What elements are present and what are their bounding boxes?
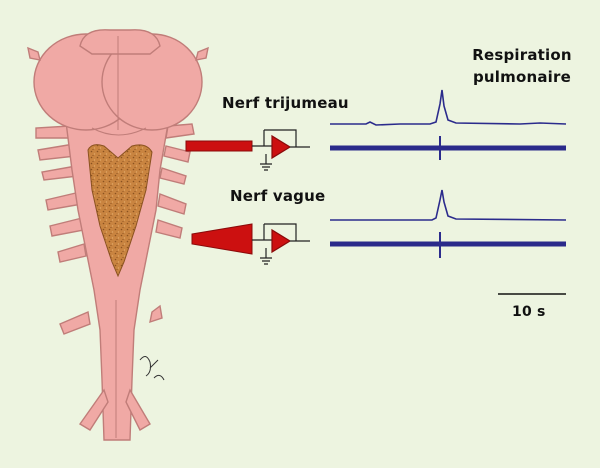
traces [330, 89, 567, 258]
caudal-roots [78, 388, 151, 431]
suction-electrode-vagus [191, 223, 253, 255]
ground-symbol-icon [260, 163, 272, 171]
suction-electrode-trigeminal [185, 140, 253, 152]
ground-symbol-icon [260, 257, 272, 265]
respiration-title: Respiration pulmonaire [462, 44, 582, 88]
optic-stub-left [27, 46, 41, 61]
trace-vagus-integrated [330, 189, 567, 221]
amplifier-symbol-icon [252, 223, 310, 265]
scale-bar-label: 10 s [512, 304, 546, 320]
olfactory-bulbs [79, 29, 161, 55]
respiration-title-line2: pulmonaire [472, 68, 571, 86]
trace-trigeminal-integrated [330, 89, 567, 126]
active-region [87, 144, 153, 278]
optic-stub-right [195, 46, 209, 61]
nerve-roots-right [149, 123, 195, 324]
amplifier-symbol-icon [252, 129, 310, 171]
nerve-roots-left [35, 125, 91, 335]
label-trigeminal-nerve: Nerf trijumeau [222, 94, 349, 112]
label-vagus-nerve: Nerf vague [230, 187, 326, 205]
respiration-title-line1: Respiration [472, 46, 572, 64]
artist-signature [139, 356, 165, 381]
